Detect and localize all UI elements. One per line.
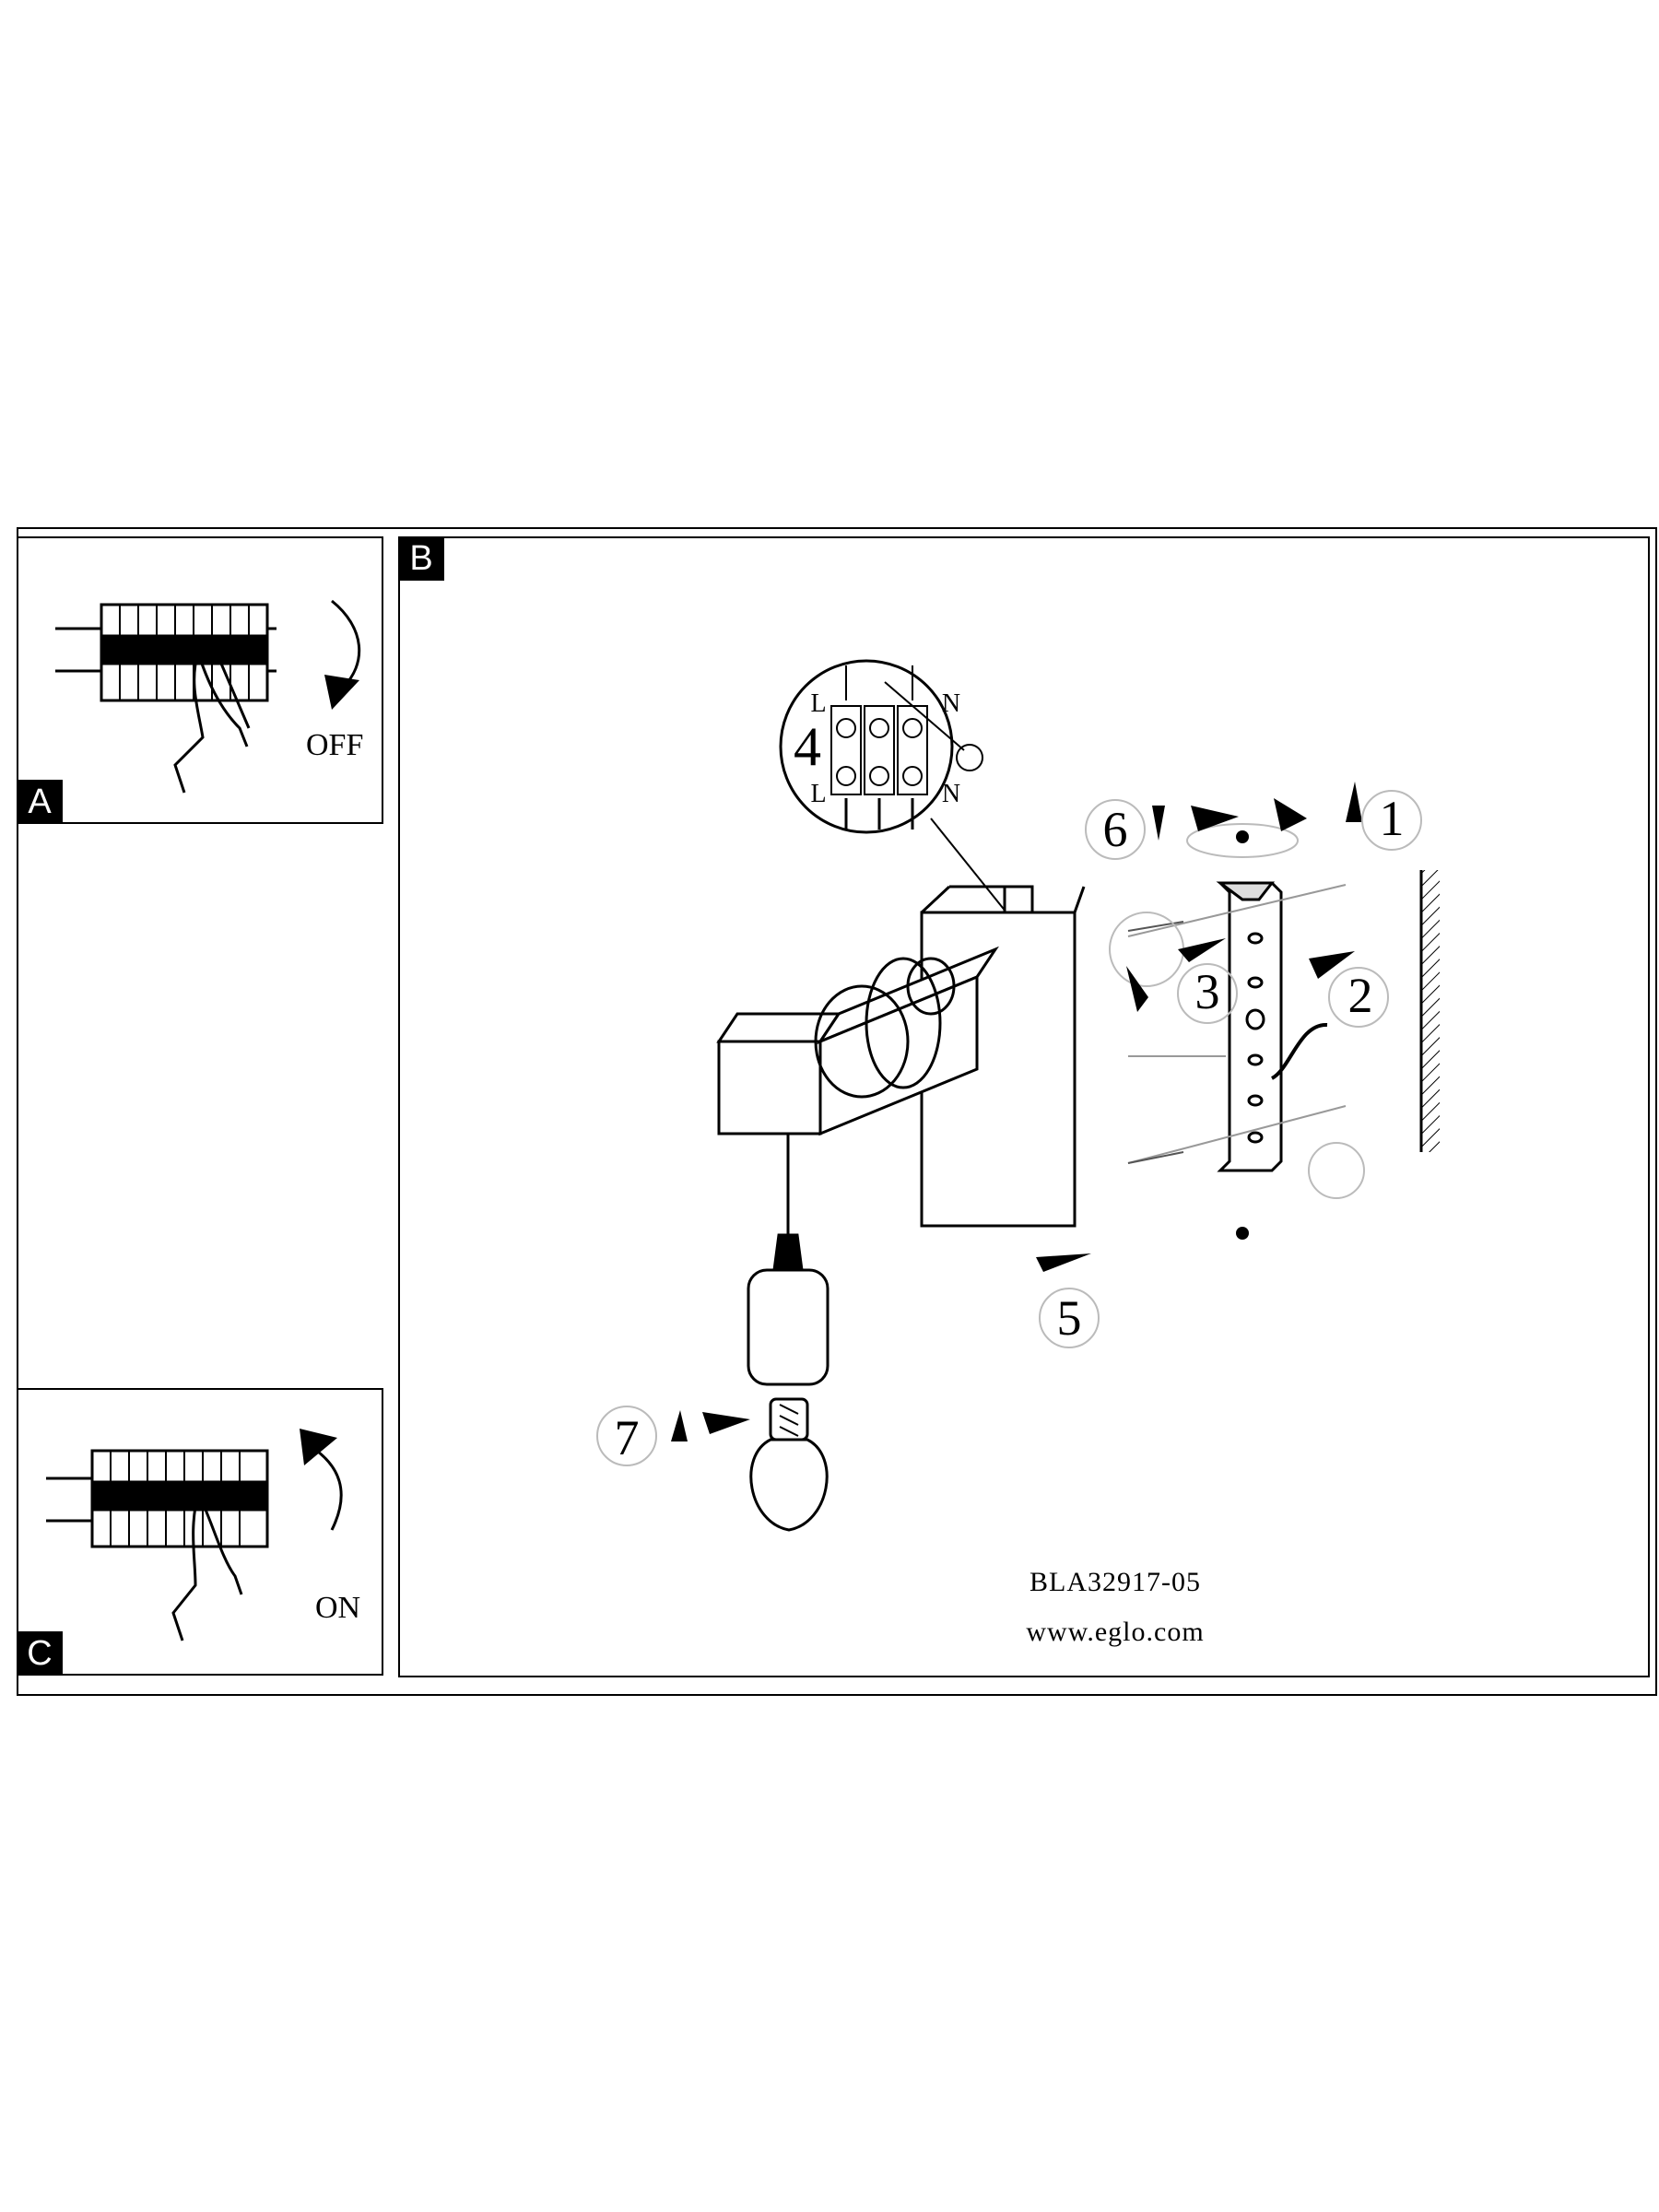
mounting-bracket [1216,881,1328,1172]
earth-icon [956,744,983,771]
step-4: 4 [794,716,821,777]
terminal-n-bottom: N [942,780,960,808]
breaker-box-c [46,1449,269,1641]
step-2: 2 [1348,968,1373,1023]
panel-c-tag: C [17,1631,63,1676]
breaker-box-a [55,603,276,794]
on-arrow-icon [308,1443,343,1531]
on-arrowhead-icon [300,1429,337,1465]
model-code: BLA32917-05 [1030,1567,1201,1597]
step-7: 7 [615,1410,640,1465]
off-arrowhead-icon [324,675,359,710]
step-circles [596,790,1422,1466]
direction-arrows [671,782,1362,1441]
bulb-icon [749,1397,829,1532]
wiring-detail [779,659,1015,932]
lamp-body [716,885,1086,1386]
step-3: 3 [1195,964,1220,1019]
step-5: 5 [1057,1290,1082,1346]
off-arrow-icon [331,599,361,691]
top-screw-icon [1236,830,1249,843]
bottom-screw-icon [1236,1227,1249,1240]
panel-a-tag: A [17,780,63,824]
panel-b-tag: B [398,536,444,581]
step-1: 1 [1380,791,1405,846]
terminal-n-top: N [942,689,960,718]
wall-hatch [1421,870,1440,1152]
terminal-l-bottom: L [810,780,826,808]
on-label: ON [315,1591,361,1625]
off-label: OFF [306,728,364,762]
terminal-l-top: L [810,689,826,718]
step-6: 6 [1103,802,1128,857]
website: www.eglo.com [1026,1617,1205,1647]
